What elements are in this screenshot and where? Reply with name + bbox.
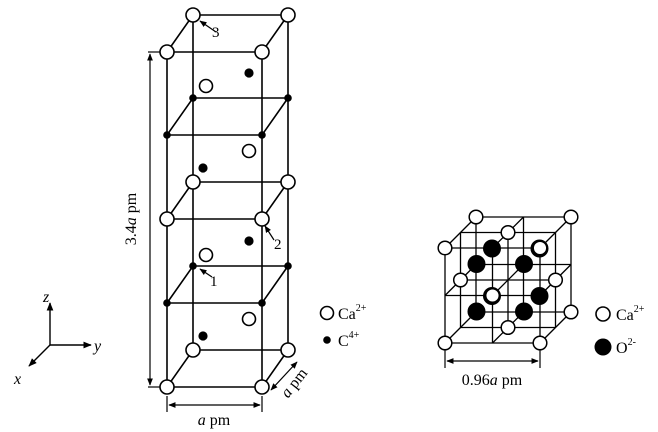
- ca-ion: [254, 44, 270, 60]
- legend-open-circle: [595, 306, 611, 322]
- ca-ion: [563, 209, 579, 225]
- ca-ion: [185, 342, 201, 358]
- o-ion: [515, 302, 533, 321]
- o-ion: [483, 239, 501, 258]
- ca-ion: [532, 335, 548, 351]
- depth-dimension: [270, 361, 298, 391]
- ca-ion: [159, 211, 175, 227]
- c-ion: [163, 299, 171, 307]
- c-ion: [258, 299, 266, 307]
- layer-outline: [165, 14, 290, 53]
- c-ion: [163, 131, 171, 139]
- o-ion: [530, 287, 549, 305]
- marker-2: 2: [274, 237, 282, 253]
- cube-width-label: 0.96a pm: [462, 372, 523, 389]
- ca-ion: [280, 174, 296, 190]
- position-markers: [199, 20, 275, 278]
- layer-outline: [165, 265, 290, 304]
- ca-ion: [468, 209, 484, 225]
- ca-ion: [254, 379, 270, 395]
- height-label: 3.4a pm: [123, 192, 140, 245]
- ca-ion: [437, 240, 453, 256]
- ca-ion: [280, 342, 296, 358]
- legend-open-circle: [319, 305, 335, 321]
- o-ion: [515, 255, 533, 273]
- o-ion: [467, 302, 486, 321]
- ca-ion: [254, 211, 270, 227]
- coordinate-axes: [28, 302, 92, 367]
- layer-outline: [165, 349, 290, 388]
- c-ion: [284, 94, 292, 102]
- c-ion: [258, 131, 266, 139]
- c-ion: [189, 94, 197, 102]
- legend-left: Ca2+ C4+: [319, 303, 367, 350]
- ca-ion: [159, 44, 175, 60]
- ca-ion: [532, 240, 548, 256]
- marker-3: 3: [212, 25, 220, 41]
- width-label: a pm: [198, 412, 231, 429]
- ca-ion: [547, 272, 564, 288]
- legend-o-label: O2-: [616, 337, 636, 357]
- width-dimension: [166, 396, 263, 412]
- ca-ion: [484, 287, 501, 304]
- height-dimension: [147, 51, 160, 388]
- ca-ion: [159, 379, 175, 395]
- interior-ions: [198, 68, 257, 341]
- ca-ion: [437, 335, 453, 351]
- legend-filled-dot: [323, 336, 331, 344]
- marker-1: 1: [210, 274, 218, 290]
- ca-ion: [452, 272, 469, 288]
- legend-ca-label: Ca2+: [338, 303, 367, 323]
- lattice-ions: [159, 7, 296, 395]
- layer-outline: [165, 181, 290, 220]
- ca-ion: [500, 319, 516, 336]
- legend-c-label: C4+: [338, 330, 360, 350]
- axis-z-label: z: [42, 289, 50, 306]
- layer-outline: [165, 97, 290, 136]
- o-ion: [467, 255, 486, 273]
- axis-x-label: x: [13, 371, 21, 388]
- fluorite-unit-cell: [437, 209, 579, 351]
- c-ion: [284, 262, 292, 270]
- legend-right: Ca2+ O2-: [594, 304, 645, 357]
- legend-filled-circle: [594, 338, 612, 356]
- depth-label: a pm: [278, 365, 312, 401]
- tetragonal-unit-cell: [165, 14, 290, 388]
- cube-width-dimension: [444, 350, 541, 368]
- axis-y-label: y: [92, 338, 102, 355]
- ca-ion: [563, 304, 579, 320]
- c-ion: [189, 262, 197, 270]
- ca-ion: [185, 7, 201, 23]
- ca-ion: [500, 224, 516, 241]
- ca-ion: [280, 7, 296, 23]
- legend-ca-label: Ca2+: [616, 304, 645, 324]
- cube-ions: [437, 209, 579, 351]
- ca-ion: [185, 174, 201, 190]
